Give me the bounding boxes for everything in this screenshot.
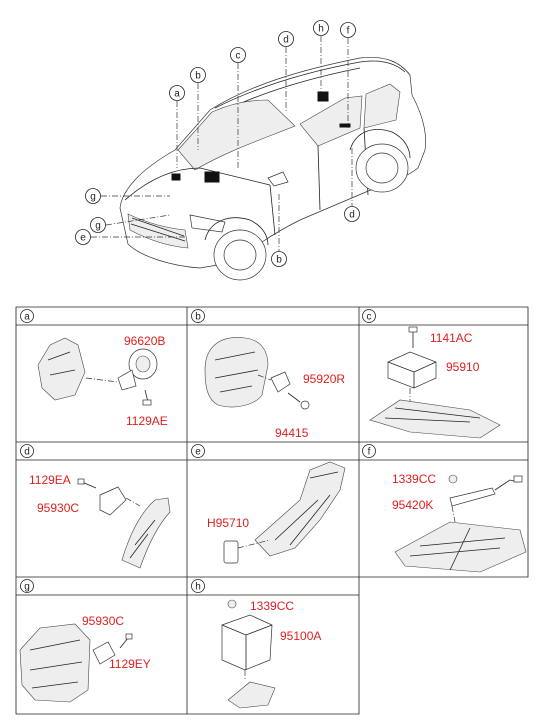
part-1129EA: 1129EA — [29, 473, 71, 487]
callout-c: c — [230, 47, 246, 63]
svg-text:g: g — [90, 192, 96, 203]
detail-grid — [15, 306, 529, 715]
cell-e: e H95710 — [191, 444, 346, 564]
svg-text:f: f — [368, 447, 371, 458]
cell-f: f 1339CC 95420K — [362, 444, 527, 573]
cell-d: d 1129EA 95930C — [20, 444, 171, 569]
part-95930C: 95930C — [37, 501, 79, 515]
callout-h: h — [313, 20, 329, 36]
part-H95710: H95710 — [207, 516, 249, 530]
part-95930C-front: 95930C — [82, 614, 124, 628]
cell-b: b 95920R 94415 — [191, 309, 345, 440]
callout-b-top: b — [190, 67, 206, 83]
svg-text:d: d — [283, 35, 289, 46]
svg-text:e: e — [195, 447, 201, 458]
part-1339CC-h: 1339CC — [250, 599, 294, 613]
part-1141AC: 1141AC — [430, 331, 473, 345]
part-95100A: 95100A — [280, 629, 321, 643]
svg-text:d: d — [349, 210, 355, 221]
callout-a: a — [169, 85, 185, 101]
callout-d-bottom: d — [344, 206, 360, 222]
svg-text:g: g — [24, 582, 30, 593]
callout-g-upper: g — [85, 188, 101, 204]
part-95920R: 95920R — [303, 372, 345, 386]
part-94415: 94415 — [275, 426, 309, 440]
cell-g: g 95930C 1129EY — [19, 579, 151, 703]
svg-text:b: b — [195, 71, 201, 82]
svg-text:h: h — [318, 24, 324, 35]
svg-text:c: c — [367, 312, 372, 323]
svg-text:a: a — [24, 312, 30, 323]
svg-text:a: a — [174, 89, 180, 100]
part-1129EY: 1129EY — [109, 657, 151, 671]
part-95910: 95910 — [446, 360, 480, 374]
svg-text:d: d — [24, 447, 30, 458]
cell-h: h 1339CC 95100A — [191, 579, 321, 709]
part-96620B: 96620B — [124, 334, 165, 348]
cell-a: a 96620B 1129AE — [20, 309, 168, 428]
vehicle-overview: a b c d h f g g — [75, 20, 426, 281]
callout-e: e — [75, 229, 91, 245]
svg-text:g: g — [95, 221, 101, 232]
part-1129AE: 1129AE — [126, 414, 168, 428]
callout-d-top: d — [278, 31, 294, 47]
svg-text:f: f — [347, 26, 350, 37]
callout-f: f — [340, 22, 356, 38]
part-95420K: 95420K — [392, 498, 433, 512]
callout-g-lower: g — [90, 217, 106, 233]
cell-c: c 1141AC 95910 — [362, 309, 501, 439]
callout-b-bottom: b — [271, 251, 287, 267]
svg-text:h: h — [195, 582, 201, 593]
svg-text:b: b — [276, 255, 282, 266]
svg-text:e: e — [80, 233, 86, 244]
svg-text:b: b — [195, 312, 201, 323]
svg-text:c: c — [236, 51, 241, 62]
part-1339CC: 1339CC — [392, 472, 436, 486]
